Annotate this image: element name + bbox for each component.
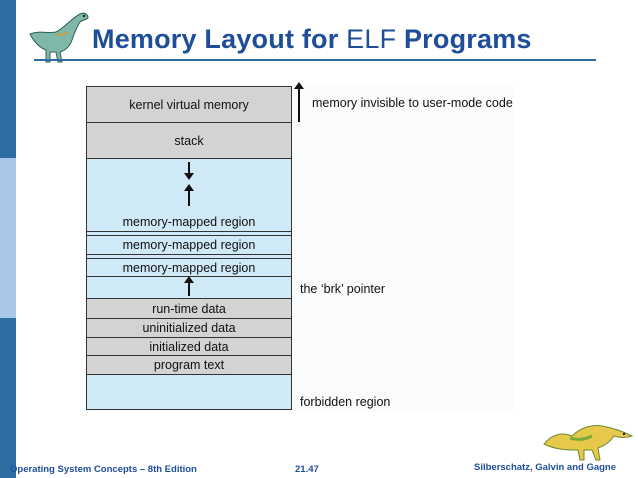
- block-memory-mapped-region-3: memory-mapped region: [87, 259, 291, 277]
- block-memory-mapped-region-2: memory-mapped region: [87, 236, 291, 255]
- title-part-2: Programs: [396, 24, 532, 54]
- heap-up-arrow-icon: [184, 276, 194, 296]
- label-forbidden-region: forbidden region: [300, 395, 391, 409]
- label-memory-invisible: memory invisible to user-mode code: [312, 96, 513, 110]
- dinosaur-logo-icon: [29, 12, 89, 63]
- footer-page-number: 21.47: [295, 464, 319, 475]
- block-uninitialized-data: uninitialized data: [87, 319, 291, 338]
- title-underline: [34, 59, 596, 61]
- kernel-up-arrow-icon: [294, 82, 304, 122]
- side-accent-bar: [0, 0, 16, 478]
- mmap-up-arrow-icon: [184, 184, 194, 206]
- side-accent-highlight: [0, 158, 16, 318]
- block-kernel-virtual-memory: kernel virtual memory: [87, 87, 291, 123]
- title-elf: ELF: [346, 24, 397, 54]
- footer-book-title: Operating System Concepts – 8th Edition: [10, 464, 197, 475]
- slide-title: Memory Layout for ELF Programs: [92, 24, 532, 55]
- gap-2: [87, 255, 291, 259]
- dinosaur-footer-icon: [543, 425, 634, 461]
- footer-authors: Silberschatz, Galvin and Gagne: [474, 462, 617, 473]
- block-memory-mapped-region-1: memory-mapped region: [87, 213, 291, 232]
- stack-down-arrow-icon: [184, 162, 194, 180]
- memory-column: kernel virtual memory stack memory-mappe…: [86, 86, 292, 410]
- block-run-time-data: run-time data: [87, 299, 291, 319]
- label-brk-pointer: the ‘brk’ pointer: [300, 282, 385, 296]
- forbidden-region: [87, 375, 291, 409]
- block-initialized-data: initialized data: [87, 338, 291, 356]
- block-program-text: program text: [87, 356, 291, 375]
- gap-1: [87, 232, 291, 236]
- block-stack: stack: [87, 123, 291, 159]
- title-part-1: Memory Layout for: [92, 24, 347, 54]
